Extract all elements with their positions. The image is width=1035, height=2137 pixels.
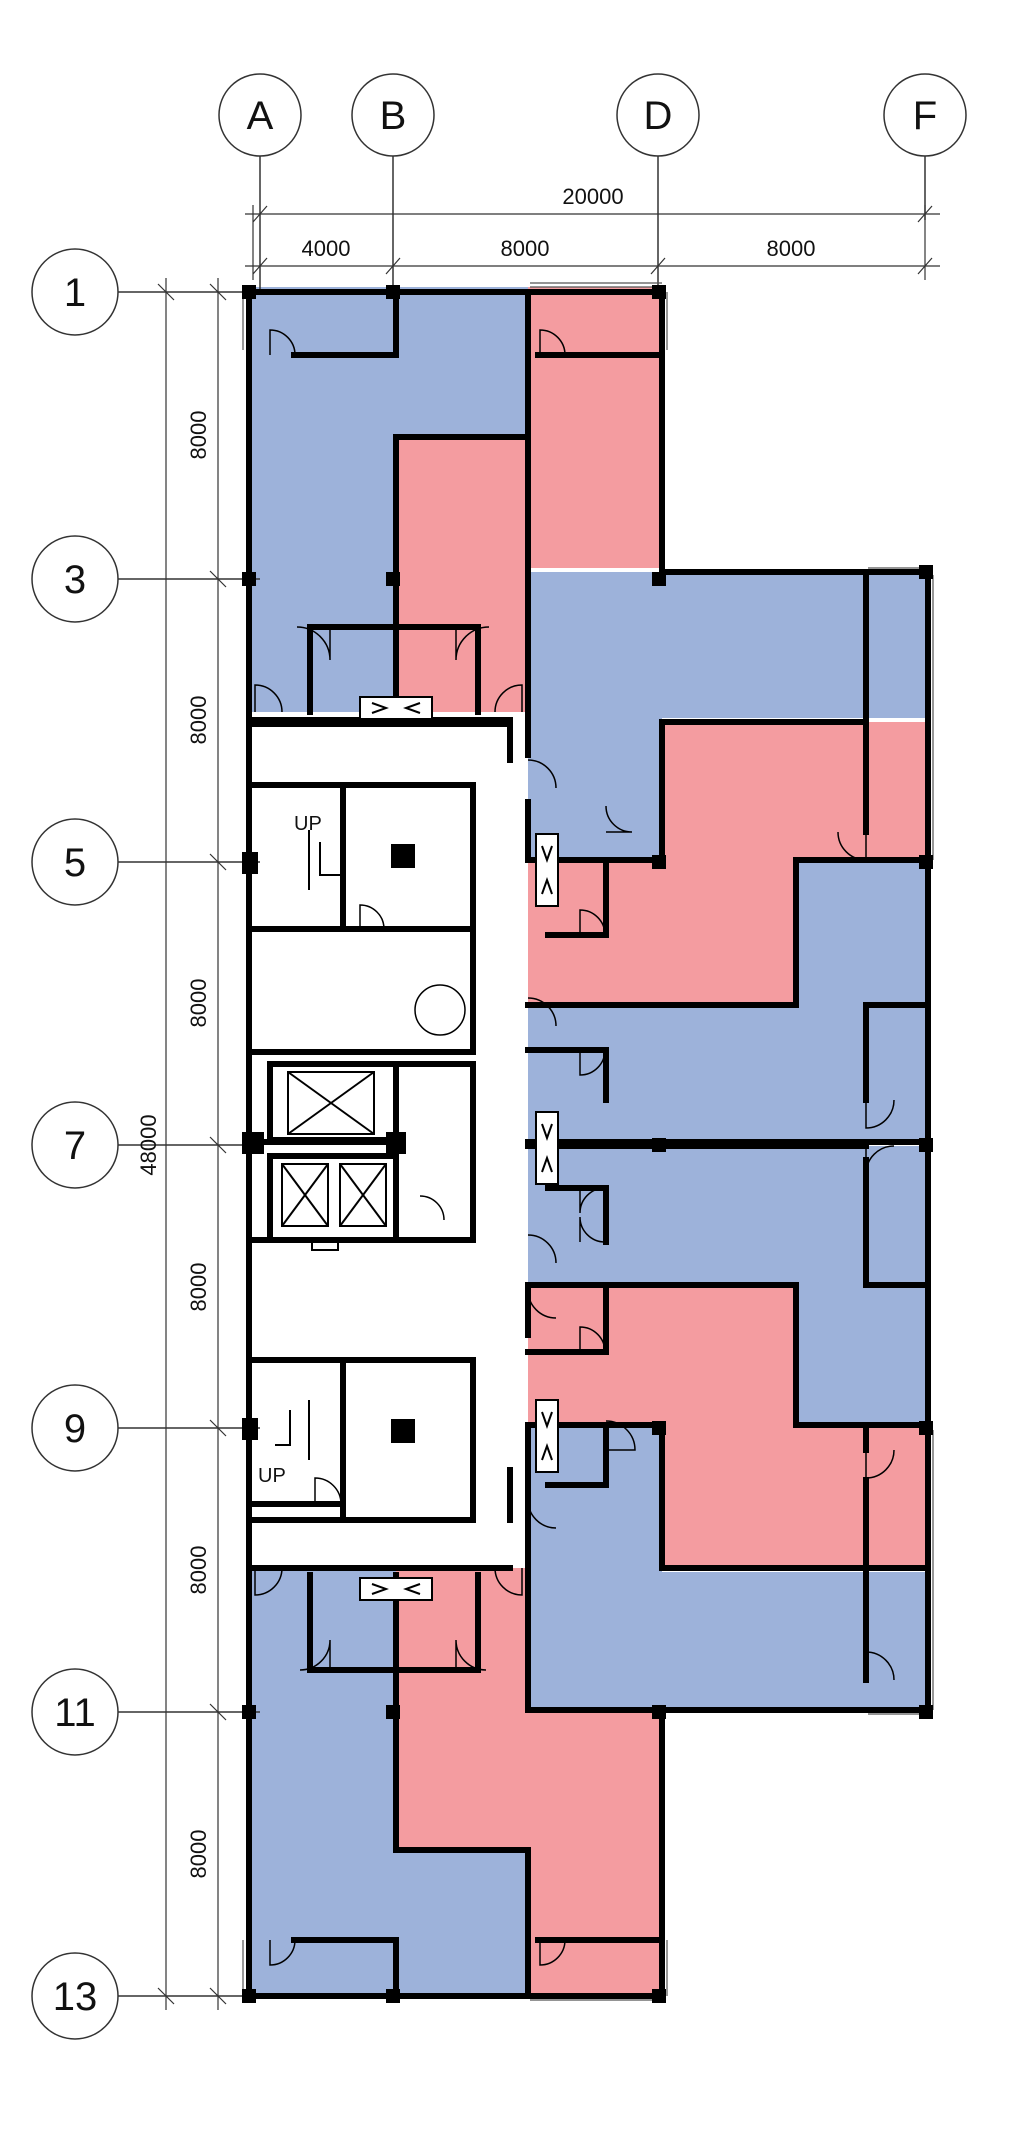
grid-bubble-1[interactable]: 1 bbox=[31, 248, 119, 336]
dim-segment-top: 8000 bbox=[767, 236, 816, 261]
door-swing-icon bbox=[269, 1939, 296, 1966]
door-swing-icon bbox=[439, 984, 466, 1036]
door-swing-icon bbox=[865, 1651, 895, 1681]
door-swing-icon bbox=[419, 1195, 445, 1221]
door-swing-icon bbox=[865, 1145, 895, 1175]
door-swing-icon bbox=[455, 626, 490, 661]
door-swing-icon bbox=[837, 831, 867, 861]
unit-right-red-2[interactable] bbox=[528, 1285, 928, 1568]
stair-up-label-top: UP bbox=[294, 813, 322, 835]
door-swing-icon bbox=[299, 1639, 331, 1671]
columns bbox=[242, 285, 933, 2003]
grid-bubble-d[interactable]: D bbox=[616, 73, 700, 157]
grid-bubble-11[interactable]: 11 bbox=[31, 1668, 119, 1756]
grid-label: D bbox=[644, 94, 673, 138]
stair-up-label-bottom: UP bbox=[258, 1465, 286, 1487]
dim-overall-length: 48000 bbox=[136, 1114, 161, 1175]
door-swing-icon bbox=[359, 904, 385, 930]
doors bbox=[254, 329, 895, 1966]
dim-segment-left: 8000 bbox=[186, 696, 211, 745]
grid-label: 1 bbox=[64, 271, 86, 315]
row-bubbles: 1 3 5 7 9 11 13 bbox=[31, 248, 119, 2040]
grid-label: 3 bbox=[64, 558, 86, 602]
dimension-labels: 20000 4000 8000 8000 48000 8000 8000 800… bbox=[136, 184, 815, 1878]
column-bubbles: A B D F bbox=[218, 73, 967, 157]
grid-bubble-13[interactable]: 13 bbox=[31, 1952, 119, 2040]
door-swing-icon bbox=[254, 1567, 283, 1596]
grid-lines bbox=[118, 155, 926, 1997]
grid-label: 5 bbox=[64, 841, 86, 885]
grid-bubble-3[interactable]: 3 bbox=[31, 535, 119, 623]
grid-label: A bbox=[247, 94, 274, 138]
door-swing-icon bbox=[414, 984, 441, 1036]
door-swing-icon bbox=[579, 1187, 606, 1214]
door-swing-icon bbox=[494, 684, 523, 713]
dim-segment-top: 8000 bbox=[501, 236, 550, 261]
door-swing-icon bbox=[455, 1639, 487, 1671]
door-swing-icon bbox=[296, 626, 331, 661]
dim-segment-top: 4000 bbox=[302, 236, 351, 261]
door-swing-icon bbox=[579, 1049, 606, 1076]
grid-label: 13 bbox=[53, 1975, 98, 2019]
door-swing-icon bbox=[527, 759, 557, 789]
unit-right-blue-4[interactable] bbox=[528, 1425, 928, 1710]
dim-segment-left: 8000 bbox=[186, 411, 211, 460]
dim-segment-left: 8000 bbox=[186, 979, 211, 1028]
door-swing-icon bbox=[865, 1449, 895, 1479]
grid-bubble-b[interactable]: B bbox=[351, 73, 435, 157]
dimension-lines bbox=[157, 205, 940, 2010]
dim-segment-left: 8000 bbox=[186, 1546, 211, 1595]
unit-fills bbox=[249, 287, 928, 1996]
grid-label: 9 bbox=[64, 1407, 86, 1451]
grid-label: 11 bbox=[54, 1691, 96, 1735]
grid-bubble-9[interactable]: 9 bbox=[31, 1384, 119, 1472]
door-swing-icon bbox=[539, 329, 566, 356]
door-swing-icon bbox=[539, 1939, 566, 1966]
grid-bubble-a[interactable]: A bbox=[218, 73, 302, 157]
door-swing-icon bbox=[527, 1289, 557, 1319]
door-swing-icon bbox=[527, 1234, 557, 1264]
unit-right-blue-3[interactable] bbox=[528, 1146, 928, 1425]
unit-bottom-red[interactable] bbox=[396, 1568, 662, 1996]
door-swing-icon bbox=[579, 909, 606, 936]
grid-bubble-5[interactable]: 5 bbox=[31, 818, 119, 906]
dim-segment-left: 8000 bbox=[186, 1263, 211, 1312]
door-swing-icon bbox=[269, 329, 296, 356]
door-swing-icon bbox=[314, 1477, 342, 1505]
door-swing-icon bbox=[527, 997, 557, 1027]
fixtures bbox=[359, 696, 559, 1601]
door-swing-icon bbox=[605, 805, 633, 833]
door-swing-icon bbox=[494, 1567, 523, 1596]
door-swing-icon bbox=[527, 1499, 557, 1529]
unit-bottom-left-blue[interactable] bbox=[249, 1568, 528, 1996]
grid-label: B bbox=[380, 94, 407, 138]
door-swing-icon bbox=[605, 1420, 636, 1451]
door-swing-icon bbox=[865, 1099, 895, 1129]
unit-right-red-1[interactable] bbox=[528, 722, 928, 1005]
unit-top-left-blue[interactable] bbox=[249, 287, 528, 712]
door-swing-icon bbox=[254, 684, 283, 713]
unit-right-blue-1[interactable] bbox=[528, 572, 928, 860]
grid-bubble-7[interactable]: 7 bbox=[31, 1101, 119, 1189]
grid-label: F bbox=[913, 94, 937, 138]
door-swing-icon bbox=[579, 1326, 606, 1353]
door-swing-icon bbox=[579, 1216, 606, 1243]
stairs-and-shafts bbox=[275, 830, 415, 1460]
dim-overall-width: 20000 bbox=[562, 184, 623, 209]
grid-bubble-f[interactable]: F bbox=[883, 73, 967, 157]
grid-label: 7 bbox=[64, 1124, 86, 1168]
dim-segment-left: 8000 bbox=[186, 1830, 211, 1879]
unit-right-blue-2[interactable] bbox=[528, 860, 928, 1142]
